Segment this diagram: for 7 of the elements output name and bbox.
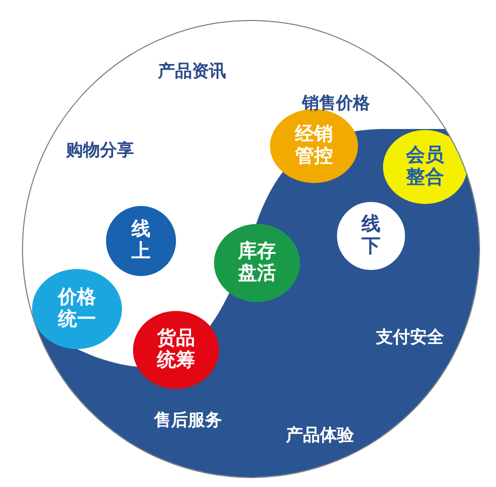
text-label: 支付安全	[376, 326, 444, 348]
text-label: 产品资讯	[158, 60, 226, 82]
text-label: 售后服务	[154, 410, 222, 432]
circle-badge: 价格统一	[32, 269, 122, 349]
circle-badge: 线上	[106, 206, 176, 276]
text-label: 产品体验	[286, 424, 354, 446]
text-label: 购物分享	[66, 140, 134, 162]
